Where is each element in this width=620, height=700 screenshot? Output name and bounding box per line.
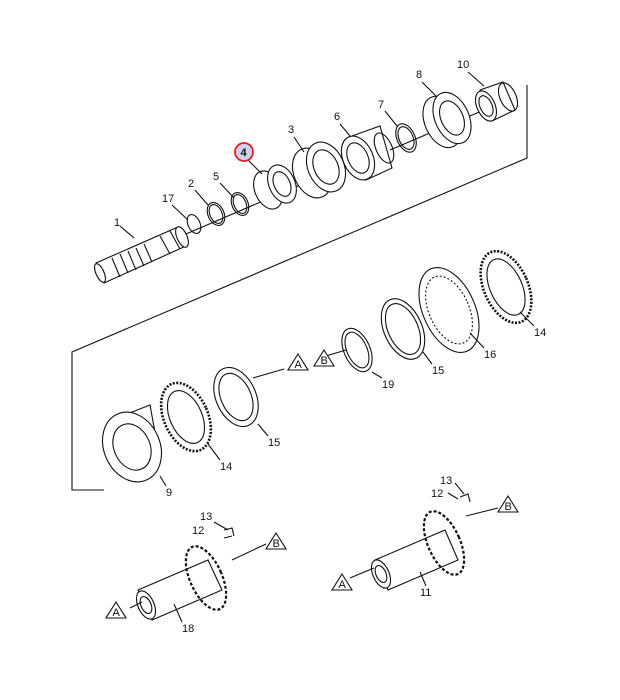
callout-13: 13 [200, 511, 212, 523]
ref-label-b: B [273, 538, 280, 550]
callout-6: 6 [334, 111, 340, 123]
synchro-ring-15-upper [380, 298, 426, 360]
ref-triangle-b [497, 494, 519, 513]
callout-3: 3 [288, 124, 294, 136]
bearing-8 [422, 91, 472, 149]
callout-19: 19 [382, 379, 394, 391]
gear-14-upper [479, 249, 533, 325]
callout-14: 14 [534, 327, 546, 339]
gear-16 [418, 267, 480, 353]
synchro-ring-15-lower [213, 366, 259, 428]
callout-16: 16 [484, 349, 496, 361]
callout-15: 15 [432, 365, 444, 377]
callout-9: 9 [166, 487, 172, 499]
callout-18: 18 [182, 623, 194, 635]
callout-14: 14 [220, 461, 232, 473]
ring-5 [230, 192, 250, 216]
ring-19 [341, 327, 373, 373]
sleeve-10 [474, 81, 519, 122]
callout-12: 12 [431, 488, 443, 500]
highlighted-callout-marker [234, 142, 254, 162]
callout-8: 8 [416, 69, 422, 81]
callout-4: 4 [241, 147, 248, 159]
callout-1: 1 [114, 217, 120, 229]
ref-label-b: B [505, 501, 512, 513]
ref-label-a: A [113, 607, 121, 619]
callout-11: 11 [420, 587, 431, 599]
hub-11 [370, 493, 471, 591]
ref-triangle-a [331, 572, 353, 591]
ref-triangle-b [265, 531, 287, 550]
ref-triangle-a [287, 352, 309, 371]
assembly-frame [71, 85, 528, 491]
ref-label-a: A [295, 359, 303, 371]
callout-7: 7 [378, 99, 384, 111]
callout-5: 5 [213, 171, 219, 183]
callout-12: 12 [192, 525, 204, 537]
ring-2 [206, 202, 226, 226]
ring-17 [186, 213, 202, 235]
ref-label-b: B [321, 355, 328, 367]
callout-17: 17 [162, 193, 174, 205]
callout-15: 15 [268, 437, 280, 449]
ref-triangle-a [105, 600, 127, 619]
cone-9 [101, 404, 163, 483]
gear-14-lower [159, 381, 213, 453]
callout-10: 10 [457, 59, 469, 71]
ring-7 [395, 123, 417, 153]
hub-18 [135, 527, 235, 621]
ref-triangle-b [313, 348, 335, 367]
bearing-4 [253, 164, 297, 210]
hub-6 [340, 125, 395, 181]
ref-label-a: A [339, 579, 347, 591]
callout-13: 13 [440, 475, 452, 487]
callout-2: 2 [188, 178, 194, 190]
bearing-3 [291, 141, 347, 199]
main-shaft-part [93, 226, 189, 284]
